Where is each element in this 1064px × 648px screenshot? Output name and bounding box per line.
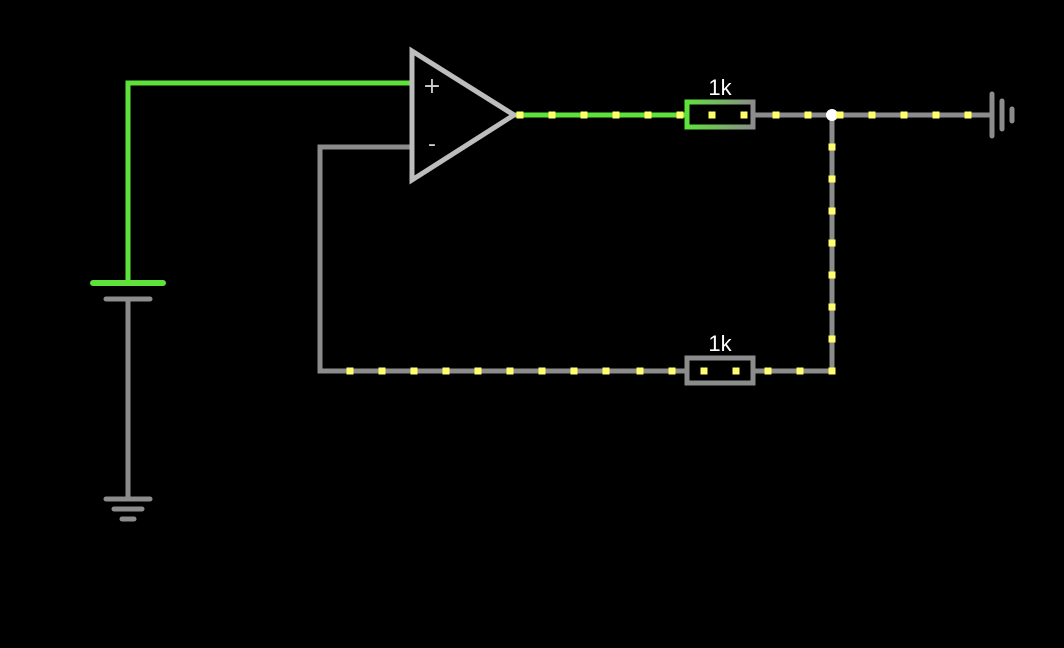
current-dot — [580, 111, 588, 119]
current-dot — [668, 367, 676, 375]
wire-minus-feedback[interactable] — [317, 144, 687, 374]
op-amp-minus-label: - — [428, 132, 436, 157]
resistor-r2-label: 1k — [708, 331, 732, 356]
resistor-r2-body — [684, 355, 756, 386]
current-dot — [796, 367, 804, 375]
current-dot — [828, 303, 836, 311]
current-dot — [346, 367, 354, 375]
current-dot — [612, 111, 620, 119]
current-dot — [828, 207, 836, 215]
current-dot — [548, 111, 556, 119]
current-dot — [828, 175, 836, 183]
current-dot — [772, 111, 780, 119]
current-dot — [442, 367, 450, 375]
current-dot — [740, 111, 748, 119]
current-dot — [932, 111, 940, 119]
current-dot — [570, 367, 578, 375]
current-dot — [804, 111, 812, 119]
current-dot — [964, 111, 972, 119]
current-dot — [828, 143, 836, 151]
wire-source-to-plus[interactable] — [125, 80, 412, 283]
current-dot — [676, 111, 684, 119]
ground-left[interactable] — [103, 496, 153, 522]
current-dot — [506, 367, 514, 375]
current-dot — [828, 271, 836, 279]
current-dot — [900, 111, 908, 119]
current-dot — [828, 239, 836, 247]
current-flow-dots — [346, 111, 972, 375]
current-dot — [410, 367, 418, 375]
current-dot — [828, 335, 836, 343]
op-amp-triangle — [409, 46, 519, 185]
current-dot — [538, 367, 546, 375]
voltage-source[interactable] — [90, 280, 166, 302]
current-dot — [474, 367, 482, 375]
current-dot — [516, 111, 524, 119]
current-dot — [764, 367, 772, 375]
current-dot — [868, 111, 876, 119]
resistor-r2[interactable]: 1k — [684, 331, 756, 386]
current-dot — [708, 111, 716, 119]
current-dot — [732, 367, 740, 375]
current-dot — [636, 367, 644, 375]
current-dot — [644, 111, 652, 119]
current-dot — [378, 367, 386, 375]
wire-node-to-r2[interactable] — [753, 115, 835, 374]
current-dot — [700, 367, 708, 375]
junction-node[interactable] — [826, 109, 838, 121]
current-dot — [828, 367, 836, 375]
current-dot — [602, 367, 610, 375]
resistor-r1[interactable]: 1k — [684, 75, 756, 130]
resistor-r1-label: 1k — [708, 75, 732, 100]
op-amp-plus-label: + — [423, 74, 441, 99]
current-dot — [836, 111, 844, 119]
op-amp[interactable]: + - — [409, 46, 519, 185]
ground-right[interactable] — [989, 91, 1015, 139]
